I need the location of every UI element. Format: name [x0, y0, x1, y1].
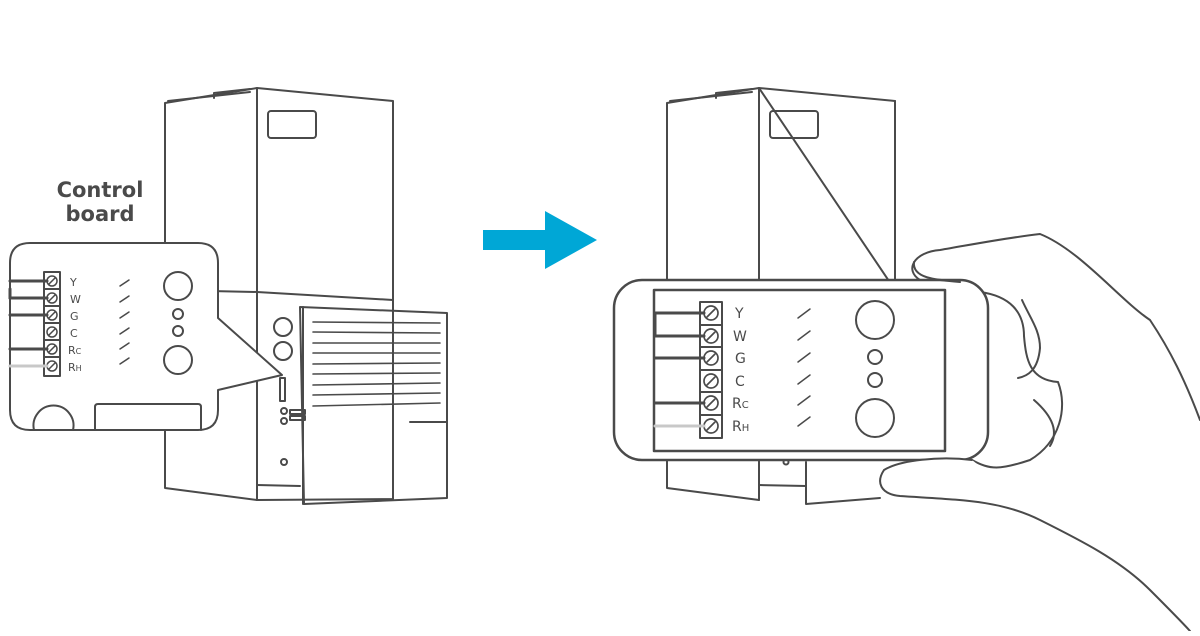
phone-label-y: Y — [734, 306, 744, 322]
cb-label-w: W — [70, 293, 81, 306]
hand-fingers — [879, 261, 1191, 632]
phone-label-rc: RC — [732, 396, 749, 412]
phone-label-g: G — [735, 351, 746, 367]
phone-label-rh-sub: H — [742, 423, 750, 434]
phone-label-rh: RH — [732, 419, 749, 435]
control-board-callout: Y W G C RC RH — [8, 242, 283, 431]
hand-icon — [911, 233, 1200, 469]
cb-label-rc-main: R — [68, 344, 76, 357]
cb-label-rh-sub: H — [76, 364, 82, 373]
cb-label-rc: RC — [68, 344, 82, 357]
cb-label-rc-sub: C — [76, 347, 82, 356]
cb-label-g: G — [70, 310, 79, 323]
cb-label-c: C — [70, 327, 78, 340]
phone-label-rh-main: R — [732, 419, 742, 435]
caption-line-2: board — [65, 202, 135, 226]
cb-label-rh: RH — [68, 361, 82, 374]
cb-label-y: Y — [69, 276, 77, 289]
control-board-caption: Control board — [30, 178, 170, 226]
phone-label-rc-sub: C — [742, 400, 749, 411]
phone-label-rc-main: R — [732, 396, 742, 412]
arrow-right-icon — [483, 211, 597, 269]
caption-line-1: Control — [56, 178, 144, 202]
cb-label-rh-main: R — [68, 361, 76, 374]
phone-label-c: C — [735, 374, 745, 390]
smartphone-icon: Y W G C RC RH — [612, 278, 990, 462]
phone-label-w: W — [733, 329, 747, 345]
